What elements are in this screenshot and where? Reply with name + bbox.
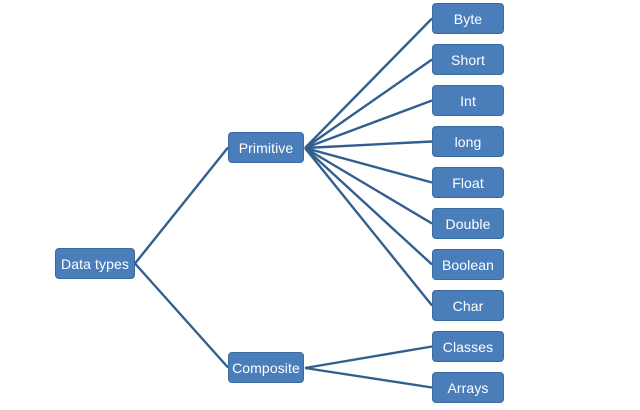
connector-root-to-composite bbox=[134, 262, 229, 369]
node-leaf-int[interactable]: Int bbox=[432, 85, 504, 116]
node-leaf-long-label: long bbox=[454, 133, 482, 150]
node-branch-composite-label: Composite bbox=[232, 359, 300, 376]
node-leaf-double[interactable]: Double bbox=[432, 208, 504, 239]
node-branch-primitive-label: Primitive bbox=[238, 139, 294, 156]
node-leaf-char[interactable]: Char bbox=[432, 290, 504, 321]
node-leaf-float-label: Float bbox=[452, 174, 484, 191]
node-leaf-byte[interactable]: Byte bbox=[432, 3, 504, 34]
node-branch-composite[interactable]: Composite bbox=[228, 352, 304, 383]
node-leaf-classes-label: Classes bbox=[442, 338, 494, 355]
node-leaf-boolean-label: Boolean bbox=[441, 256, 495, 273]
node-leaf-double-label: Double bbox=[445, 215, 491, 232]
node-leaf-short-label: Short bbox=[451, 51, 485, 68]
node-branch-primitive[interactable]: Primitive bbox=[228, 132, 304, 163]
node-root-data-types-label: Data types bbox=[61, 255, 129, 272]
node-leaf-boolean[interactable]: Boolean bbox=[432, 249, 504, 280]
node-leaf-int-label: Int bbox=[460, 92, 476, 109]
node-leaf-classes[interactable]: Classes bbox=[432, 331, 504, 362]
node-leaf-byte-label: Byte bbox=[453, 10, 483, 27]
connector-primitive-to-char bbox=[304, 147, 433, 307]
node-leaf-float[interactable]: Float bbox=[432, 167, 504, 198]
node-leaf-arrays-label: Arrays bbox=[447, 379, 489, 396]
node-leaf-short[interactable]: Short bbox=[432, 44, 504, 75]
connector-root-to-primitive bbox=[134, 146, 229, 265]
node-leaf-arrays[interactable]: Arrays bbox=[432, 372, 504, 403]
connector-composite-to-arrays bbox=[304, 366, 433, 389]
connector-primitive-to-int bbox=[304, 99, 433, 150]
connector-primitive-to-short bbox=[304, 58, 433, 149]
connector-primitive-to-long bbox=[304, 140, 433, 150]
node-leaf-char-label: Char bbox=[452, 297, 484, 314]
connector-composite-to-classes bbox=[304, 345, 433, 370]
node-leaf-long[interactable]: long bbox=[432, 126, 504, 157]
connector-primitive-to-boolean bbox=[304, 147, 433, 266]
connector-primitive-to-byte bbox=[304, 17, 433, 149]
node-root-data-types[interactable]: Data types bbox=[55, 248, 135, 279]
connector-primitive-to-float bbox=[304, 146, 433, 184]
connector-primitive-to-double bbox=[304, 146, 433, 225]
